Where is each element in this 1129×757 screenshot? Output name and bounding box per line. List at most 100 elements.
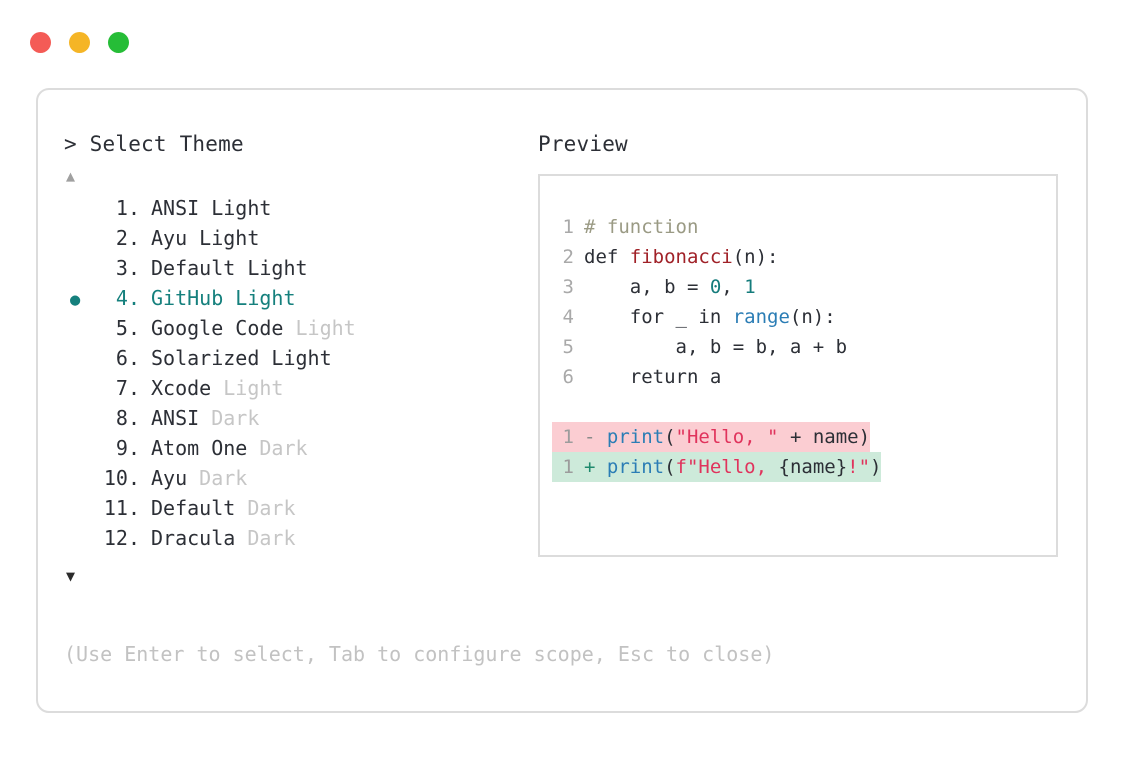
code-line: 3 a, b = 0, 1 [552, 272, 1056, 302]
scroll-down-icon[interactable]: ▼ [66, 567, 76, 585]
theme-item-variant: Dark [247, 436, 308, 460]
theme-item-name: Ayu [151, 226, 188, 250]
code-line: 6 return a [552, 362, 1056, 392]
theme-item-variant: Dark [235, 526, 296, 550]
theme-item-name: Dracula [151, 526, 236, 550]
theme-item-name: Xcode [151, 376, 212, 400]
theme-item-index: 10. [103, 466, 140, 490]
code-token: (n): [732, 246, 779, 268]
theme-list-item[interactable]: 3. Default Light [64, 253, 534, 283]
theme-item-index: 4. [115, 286, 140, 310]
code-token: ) [870, 456, 882, 478]
theme-item-variant: Dark [199, 406, 260, 430]
theme-item-name: GitHub [151, 286, 224, 310]
code-line: 5 a, b = b, a + b [552, 332, 1056, 362]
theme-item-name: ANSI [151, 196, 200, 220]
code-token: (n): [789, 306, 836, 328]
theme-item-variant: Light [199, 196, 272, 220]
theme-item-variant: Dark [235, 496, 296, 520]
code-token: for _ in [584, 306, 733, 328]
line-number: 1 [562, 216, 574, 238]
code-token: range [732, 306, 790, 328]
theme-list-item[interactable]: 9. Atom One Dark [64, 433, 534, 463]
code-token: return a [584, 366, 722, 388]
theme-item-index: 6. [115, 346, 140, 370]
prompt-label: > Select Theme [64, 132, 244, 156]
minimize-button-icon[interactable] [69, 32, 90, 53]
theme-item-variant: Light [223, 286, 296, 310]
theme-list-item[interactable]: 11.Default Dark [64, 493, 534, 523]
diff-added-line: 1+ print(f"Hello, {name}!") [552, 452, 882, 482]
theme-item-name: Atom One [151, 436, 248, 460]
theme-list-item[interactable]: 8. ANSI Dark [64, 403, 534, 433]
theme-list-item[interactable]: 1. ANSI Light [64, 193, 534, 223]
theme-item-index: 3. [115, 256, 140, 280]
theme-item-index: 8. [115, 406, 140, 430]
selected-bullet-icon: ● [70, 290, 81, 310]
theme-item-name: Solarized [151, 346, 260, 370]
code-token: + name) [778, 426, 871, 448]
code-token: {name} [778, 456, 848, 478]
theme-item-name: Default [151, 256, 236, 280]
code-token: ( [664, 426, 676, 448]
code-token: def [584, 246, 630, 268]
theme-item-variant: Light [259, 346, 332, 370]
code-token: !" [847, 456, 871, 478]
theme-item-index: 9. [115, 436, 140, 460]
theme-item-index: 12. [103, 526, 140, 550]
code-token: 1 [744, 276, 756, 298]
code-blank-line [552, 392, 1056, 422]
theme-selector-column: > Select Theme ▲ 1. ANSI Light 2. Ayu Light… [64, 134, 534, 589]
theme-selector-card: > Select Theme ▲ 1. ANSI Light 2. Ayu Light… [36, 88, 1088, 713]
theme-list-item[interactable]: ● 4. GitHub Light [64, 283, 534, 313]
line-number: 6 [562, 366, 574, 388]
theme-item-variant: Light [187, 226, 260, 250]
keyboard-hint: (Use Enter to select, Tab to configure s… [64, 642, 775, 666]
theme-list-item[interactable]: 12. Dracula Dark [64, 523, 534, 553]
code-token: print [606, 426, 665, 448]
theme-item-index: 2. [115, 226, 140, 250]
theme-item-index: 5. [115, 316, 140, 340]
line-number: 5 [562, 336, 574, 358]
theme-item-variant: Light [283, 316, 356, 340]
theme-list-item[interactable]: 2. Ayu Light [64, 223, 534, 253]
window-traffic-lights [30, 32, 129, 53]
line-number: 1 [562, 426, 574, 448]
code-line: 1# function [552, 212, 1056, 242]
code-token: , [721, 276, 745, 298]
line-number: 2 [562, 246, 574, 268]
diff-sign: - [584, 426, 607, 448]
code-token: print [606, 456, 665, 478]
line-number: 4 [562, 306, 574, 328]
theme-list-item[interactable]: 7.Xcode Light [64, 373, 534, 403]
maximize-button-icon[interactable] [108, 32, 129, 53]
theme-item-name: Ayu [151, 466, 188, 490]
code-token: fibonacci [629, 246, 733, 268]
card-columns: > Select Theme ▲ 1. ANSI Light 2. Ayu Light… [38, 90, 1086, 711]
code-line: 2 def fibonacci(n): [552, 242, 1056, 272]
code-token: ( [664, 456, 676, 478]
code-token: 0 [709, 276, 722, 298]
theme-item-index: 11. [103, 496, 140, 520]
code-token: a, b = b, a + b [584, 336, 848, 358]
theme-item-index: 1. [115, 196, 140, 220]
theme-list-item[interactable]: 6. Solarized Light [64, 343, 534, 373]
code-token: "Hello, " [675, 426, 779, 448]
theme-list-item[interactable]: 5. Google Code Light [64, 313, 534, 343]
diff-removed-line: 1- print("Hello, " + name) [552, 422, 871, 452]
theme-list-item[interactable]: 10.Ayu Dark [64, 463, 534, 493]
code-line: 4 for _ in range(n): [552, 302, 1056, 332]
theme-item-name: ANSI [151, 406, 200, 430]
preview-label: Preview [538, 132, 628, 156]
scroll-up-icon[interactable]: ▲ [66, 167, 76, 185]
theme-item-variant: Light [235, 256, 308, 280]
line-number: 3 [562, 276, 574, 298]
theme-item-index: 7. [115, 376, 140, 400]
line-number: 1 [562, 456, 574, 478]
theme-item-name: Google Code [151, 316, 284, 340]
close-button-icon[interactable] [30, 32, 51, 53]
theme-list[interactable]: 1. ANSI Light 2. Ayu Light 3. Default Light ● 4… [64, 193, 534, 553]
